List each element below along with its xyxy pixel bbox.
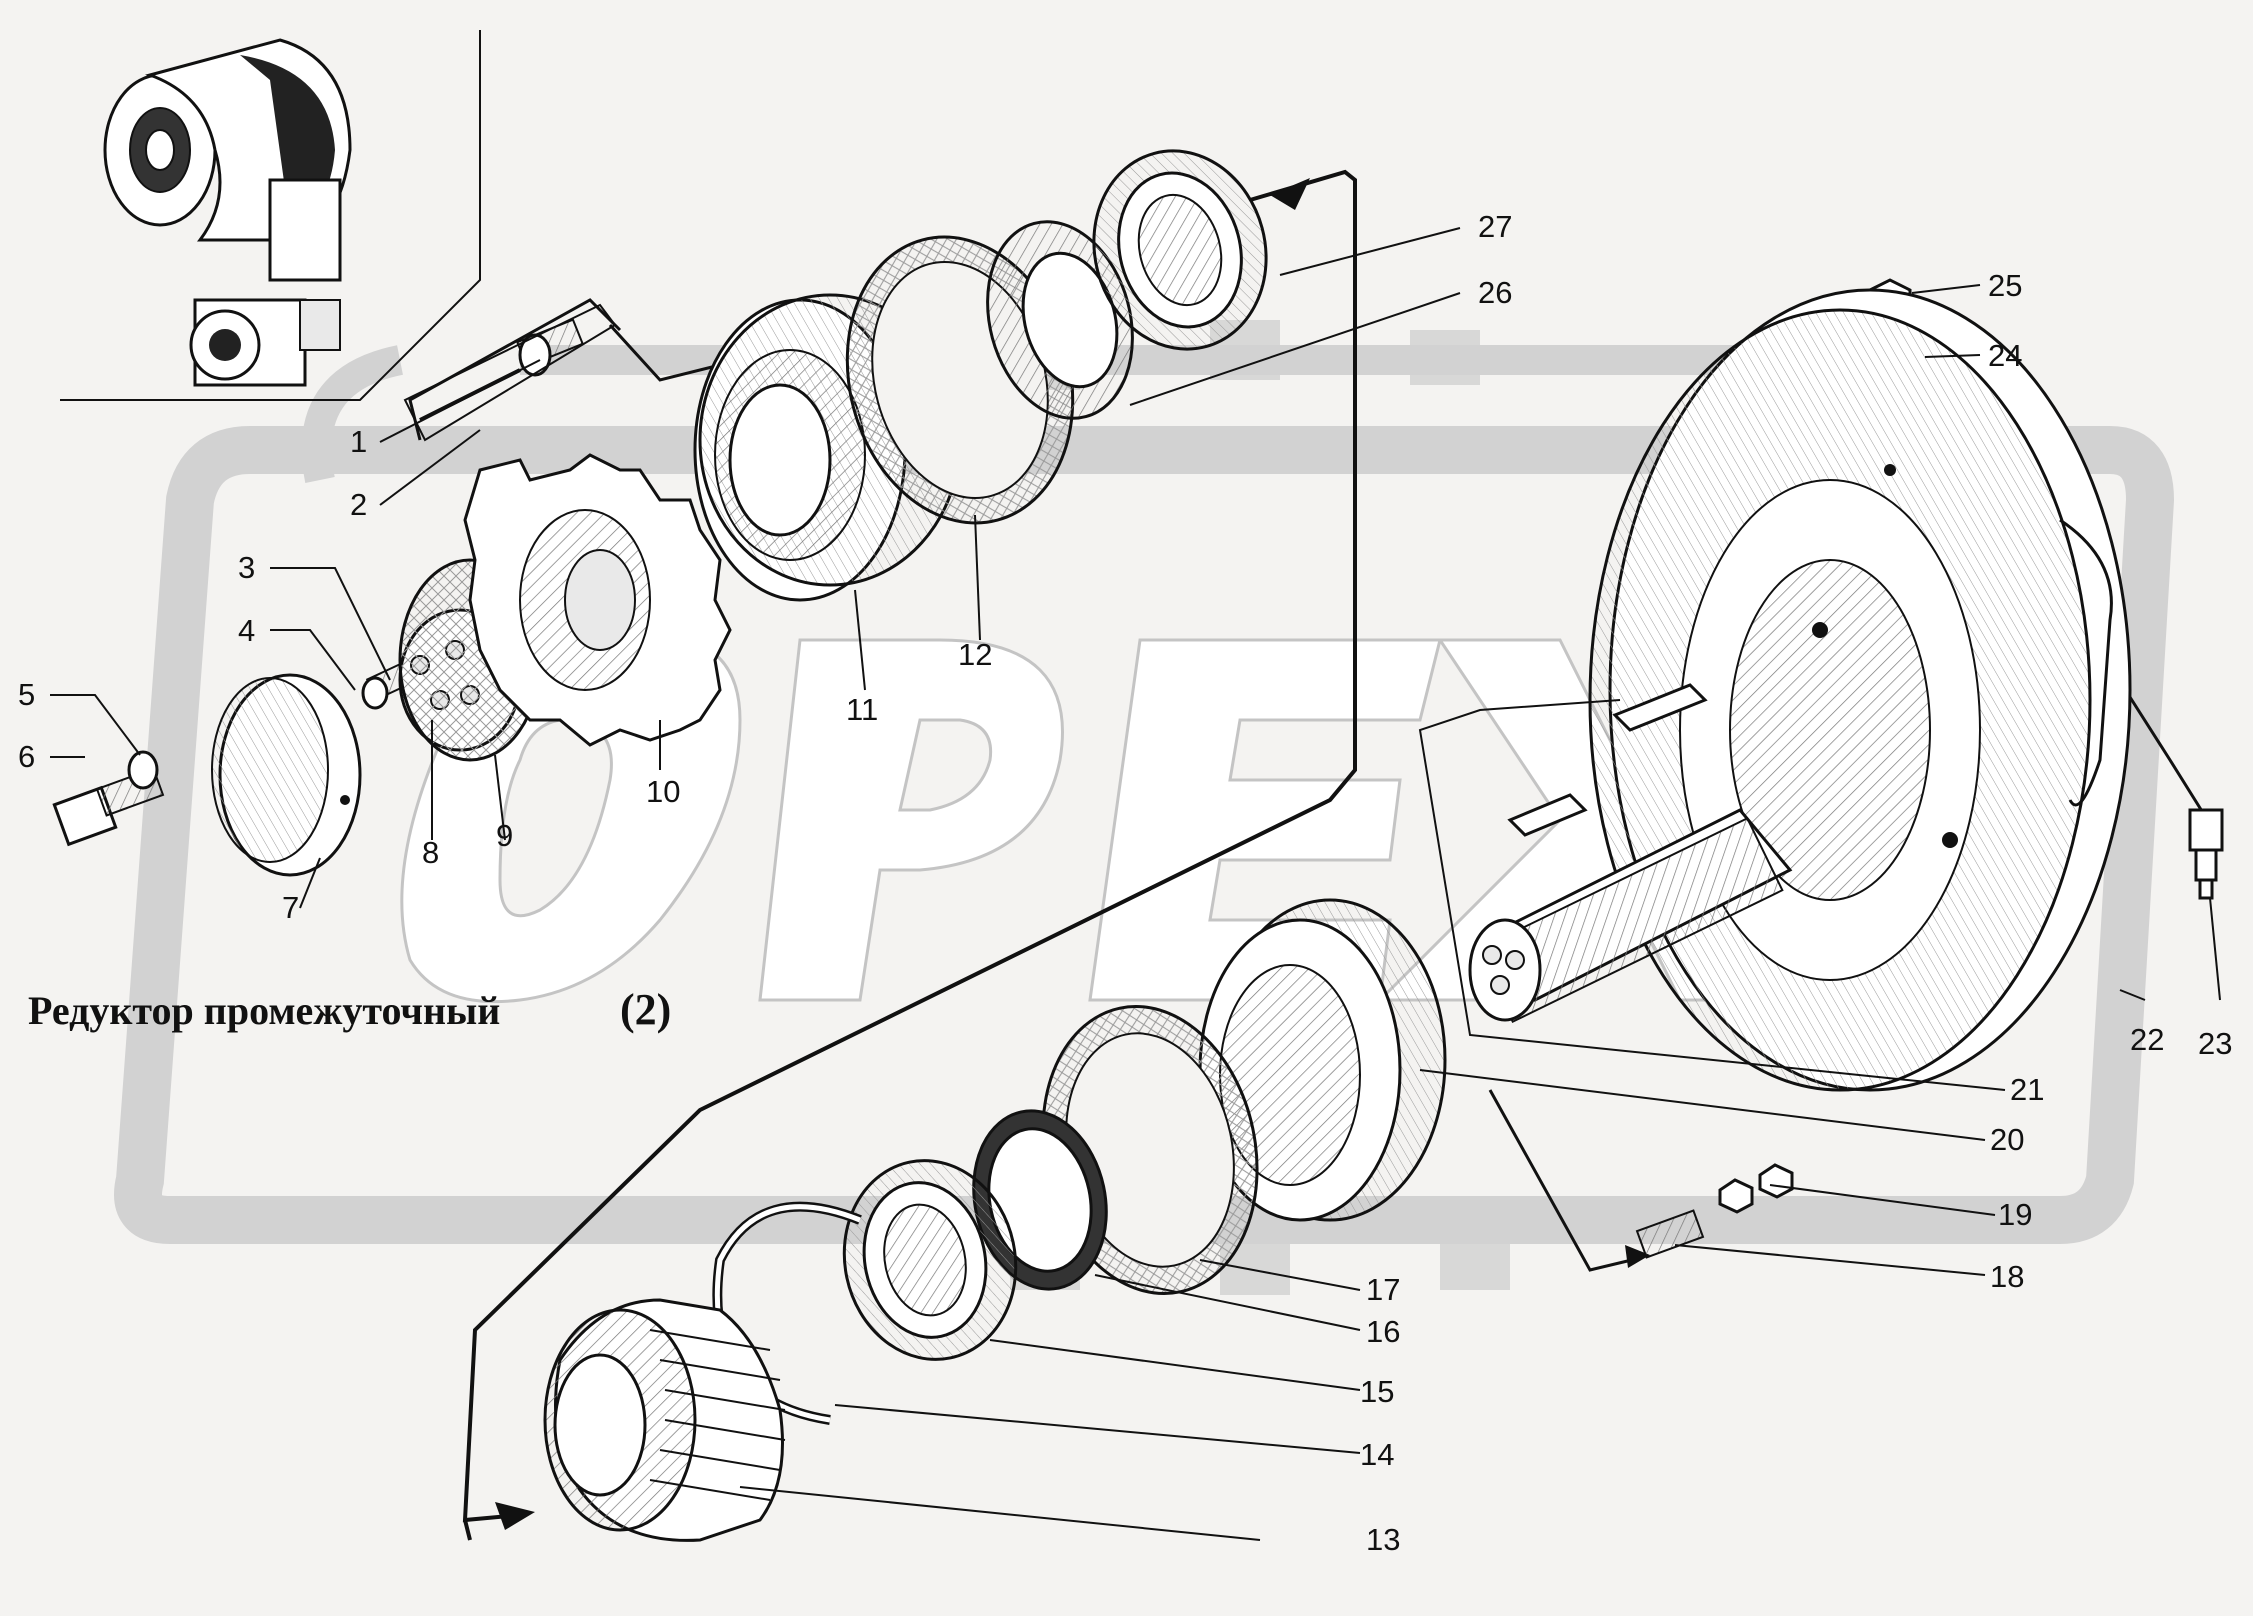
part-17-gasket <box>1041 1004 1259 1296</box>
part-label-10: 10 <box>646 774 680 809</box>
part-label-24: 24 <box>1988 338 2022 373</box>
part-27-bearing <box>1092 149 1268 351</box>
part-labels: 1 2 3 4 5 6 7 8 9 10 11 12 13 14 15 16 1… <box>18 209 2232 1557</box>
arrow-head-bottom <box>495 1502 535 1530</box>
part-label-15: 15 <box>1360 1374 1394 1409</box>
part-7-cover <box>211 673 362 877</box>
part-label-27: 27 <box>1478 209 1512 244</box>
inset-overview <box>60 30 481 401</box>
part-label-7: 7 <box>282 890 299 925</box>
part-label-19: 19 <box>1998 1197 2032 1232</box>
part-label-12: 12 <box>958 637 992 672</box>
parts-lower <box>543 898 1794 1542</box>
part-label-2: 2 <box>350 487 367 522</box>
part-label-8: 8 <box>422 835 439 870</box>
part-label-17: 17 <box>1366 1272 1400 1307</box>
part-label-14: 14 <box>1360 1437 1394 1472</box>
title-text: Редуктор промежуточный <box>28 988 500 1033</box>
part-21-shaft <box>1468 683 1793 1024</box>
part-label-6: 6 <box>18 739 35 774</box>
inset-machine-sketch <box>103 38 352 387</box>
title-number: (2) <box>620 985 671 1034</box>
part-label-16: 16 <box>1366 1314 1400 1349</box>
part-label-25: 25 <box>1988 268 2022 303</box>
part-13-gear <box>543 1298 786 1542</box>
shaft-key-lower <box>1507 793 1588 837</box>
part-label-18: 18 <box>1990 1259 2024 1294</box>
part-5-washer <box>127 750 159 790</box>
part-label-9: 9 <box>496 818 513 853</box>
part-label-21: 21 <box>2010 1072 2044 1107</box>
part-19-nuts <box>1718 1163 1794 1214</box>
part-10-sprocket <box>463 453 732 747</box>
part-label-23: 23 <box>2198 1026 2232 1061</box>
shaft-key-upper <box>1612 683 1708 732</box>
part-label-3: 3 <box>238 550 255 585</box>
part-label-1: 1 <box>350 424 367 459</box>
parts-left <box>52 303 732 877</box>
parts-top-center <box>693 149 1268 602</box>
part-label-20: 20 <box>1990 1122 2024 1157</box>
part-15-bearing <box>842 1159 1018 1361</box>
part-22-drum <box>1588 288 2132 1092</box>
part-20-housing <box>1198 898 1447 1222</box>
arrow-head-top <box>1270 178 1310 210</box>
part-label-13: 13 <box>1366 1522 1400 1557</box>
leader-lines <box>50 227 2221 1541</box>
part-23-fitting <box>2188 808 2224 900</box>
part-18-stud <box>1635 1209 1705 1259</box>
part-label-4: 4 <box>238 613 255 648</box>
part-label-5: 5 <box>18 677 35 712</box>
diagram-title: Редуктор промежуточный (2) <box>28 985 671 1034</box>
part-label-26: 26 <box>1478 275 1512 310</box>
part-label-22: 22 <box>2130 1022 2164 1057</box>
part-label-11: 11 <box>846 692 878 727</box>
